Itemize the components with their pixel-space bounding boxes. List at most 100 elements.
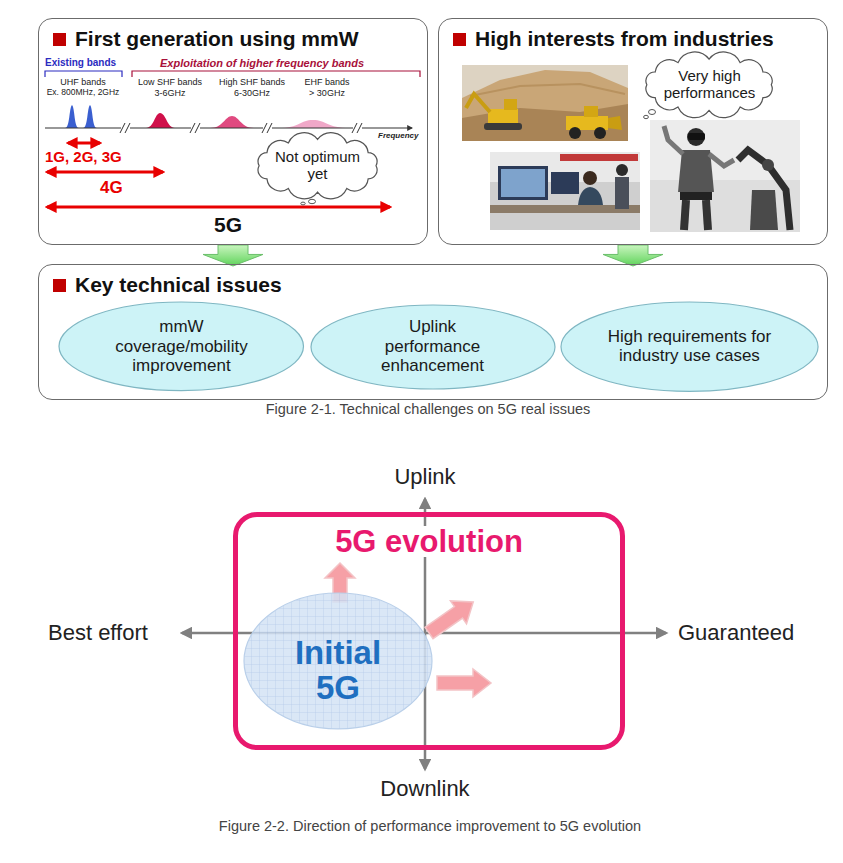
- cloud-tail: [649, 110, 656, 115]
- generation-label: 4G: [100, 178, 123, 198]
- mining-photo: [608, 116, 622, 130]
- band-frequency: 6-30GHz: [234, 88, 270, 98]
- cloud-tail: [301, 202, 305, 205]
- flow-arrow: [203, 245, 263, 266]
- axis-label: Uplink: [394, 464, 455, 489]
- vr-photo: [687, 128, 705, 146]
- band-name: EHF bands: [304, 77, 349, 87]
- cloud-outline: [258, 132, 377, 198]
- vr-photo: [762, 159, 774, 171]
- issue-ellipse: Uplink performance enhancement: [310, 304, 556, 390]
- mining-photo: [594, 127, 606, 139]
- mining-photo: [462, 70, 628, 141]
- section-panel: Not optimum yet First generation using mm…: [38, 18, 428, 245]
- band-name: Low SHF bands: [138, 77, 202, 87]
- issue-ellipse: mmW coverage/mobility improvement: [58, 301, 304, 392]
- mining-photo: [484, 123, 522, 130]
- section-panel: Very high performancesHigh interests fro…: [438, 18, 828, 245]
- panel-heading: Key technical issues: [75, 273, 282, 297]
- band-blob: [65, 105, 79, 128]
- axis-label: Guaranteed: [678, 620, 794, 645]
- ellipse-outline: [561, 302, 818, 391]
- band-frequency: > 30GHz: [309, 88, 345, 98]
- band-group-label: Exploitation of higher frequency bands: [160, 57, 364, 70]
- section-panel: mmW coverage/mobility improvement Uplink …: [38, 264, 828, 400]
- band-blob: [83, 105, 97, 128]
- mining-photo: [466, 94, 490, 112]
- panel-heading: First generation using mmW: [75, 27, 359, 51]
- bullet-square: [53, 33, 66, 46]
- figure-caption: Figure 2-2. Direction of performance imp…: [219, 818, 641, 835]
- frequency-axis: [45, 123, 412, 133]
- vr-photo: [738, 150, 790, 230]
- ellipse-outline: [59, 302, 303, 391]
- cloud-tail: [644, 115, 649, 118]
- office-photo: [501, 169, 545, 197]
- office-photo: [583, 171, 597, 185]
- band-bracket: [132, 71, 420, 77]
- mining-photo: [462, 65, 628, 141]
- mining-photo: [488, 109, 518, 123]
- issue-text: mmW coverage/mobility improvement: [106, 317, 256, 376]
- office-photo: [560, 154, 638, 161]
- frequency-axis: [263, 123, 272, 133]
- office-photo: [490, 152, 640, 230]
- band-bracket: [45, 71, 122, 77]
- band-name: UHF bands: [60, 77, 106, 87]
- frame-heading: 5G evolution: [329, 526, 529, 557]
- frequency-axis: [353, 123, 362, 133]
- evolution-frame: Initial 5G 5G evolution: [233, 512, 625, 750]
- office-photo: [551, 172, 579, 194]
- issue-ellipse: High requirements for industry use cases: [560, 301, 819, 392]
- cloud-text: Not optimum yet: [271, 148, 363, 183]
- vr-photo: [750, 190, 778, 230]
- generation-range-arrow: [47, 171, 163, 174]
- panel-heading: High interests from industries: [475, 27, 774, 51]
- mining-photo: [504, 99, 517, 110]
- ellipse-text: Initial 5G: [278, 636, 398, 705]
- office-photo: [615, 177, 629, 209]
- mining-photo: [584, 106, 598, 117]
- band-frequency: Ex. 800MHz, 2GHz: [47, 88, 120, 98]
- issue-text: High requirements for industry use cases: [587, 327, 792, 366]
- quadrant-axis: [182, 499, 666, 769]
- frequency-axis: [120, 123, 130, 133]
- band-bracket: [45, 71, 420, 77]
- office-photo: [498, 166, 548, 200]
- ellipse-outline: [311, 305, 555, 389]
- generation-range-arrow: [68, 142, 100, 145]
- frequency-axis: [262, 123, 272, 133]
- mining-photo: [569, 127, 581, 139]
- ellipse-outline: [244, 593, 432, 729]
- cloud-outline: [646, 52, 772, 118]
- band-group-label: Existing bands: [45, 57, 116, 69]
- frequency-axis: [190, 123, 200, 133]
- mining-photo: [462, 65, 628, 141]
- band-blob: [65, 105, 350, 128]
- vr-photo: [650, 120, 800, 232]
- generation-label: 1G, 2G, 3G: [45, 148, 122, 165]
- issue-text: Uplink performance enhancement: [373, 317, 493, 376]
- initial-ellipse: Initial 5G: [243, 592, 433, 730]
- vr-photo: [664, 126, 683, 154]
- bullet-square: [453, 33, 466, 46]
- frequency-axis: [191, 123, 200, 133]
- mining-photo: [470, 84, 625, 96]
- band-blob: [210, 116, 254, 128]
- office-photo: [490, 152, 640, 230]
- generation-label: 5G: [214, 213, 242, 237]
- flow-arrow: [603, 245, 663, 266]
- office-photo: [616, 164, 628, 176]
- vr-photo: [680, 192, 712, 200]
- generation-range-arrow: [47, 206, 390, 209]
- band-name: High SHF bands: [219, 77, 285, 87]
- frequency-axis: [352, 123, 362, 133]
- cloud-tail: [309, 199, 316, 203]
- vr-photo: [688, 133, 705, 140]
- band-blob: [146, 113, 175, 128]
- bullet-square: [53, 279, 66, 292]
- thought-cloud: Very high performances: [635, 52, 783, 118]
- axis-label: Best effort: [48, 620, 148, 645]
